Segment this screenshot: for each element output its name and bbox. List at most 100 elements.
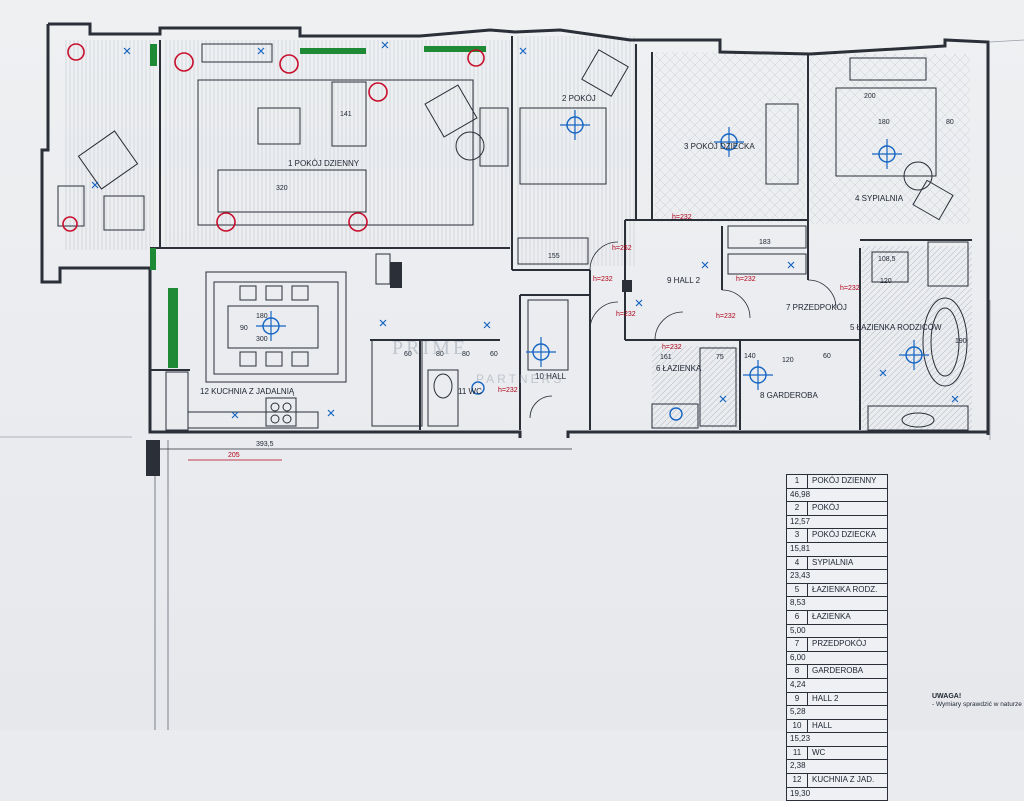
dim-205: 205: [228, 452, 240, 459]
dim-90: 90: [240, 325, 248, 332]
legend-room-area: 23,43: [790, 571, 811, 581]
legend-row-area: 15,23: [787, 733, 887, 747]
room-label-12: 12 KUCHNIA Z JADALNIĄ: [200, 387, 295, 396]
legend-room-number: 8: [787, 665, 808, 678]
dim-60-kitchen-2: 60: [490, 351, 498, 358]
legend-row-area: 46,98: [787, 489, 887, 503]
light-crosses: [91, 41, 959, 419]
room-label-3: 3 POKÓJ DZIECKA: [684, 142, 755, 151]
legend-row-name: 7 PRZEDPOKÓJ: [787, 638, 887, 652]
legend-row-area: 12,57: [787, 516, 887, 530]
floor-plan-drawing: 1 POKÓJ DZIENNY 2 POKÓJ 3 POKÓJ DZIECKA …: [0, 22, 1024, 730]
height-8: h=232: [840, 285, 860, 292]
height-9: h=232: [498, 387, 518, 394]
legend-room-number: 12: [787, 774, 808, 787]
legend-room-number: 5: [787, 583, 808, 597]
legend-room-name: ŁAZIENKA RODZ.: [812, 584, 878, 594]
interior-walls: [150, 36, 972, 430]
legend-row-area: 6,00: [787, 652, 887, 666]
legend-row-area: 8,53: [787, 597, 887, 611]
legend-row-area: 5,28: [787, 706, 887, 720]
legend-room-number: 3: [787, 529, 808, 542]
legend-room-number: 7: [787, 638, 808, 651]
legend-room-area: 15,81: [790, 543, 811, 553]
legend-room-area: 5,00: [790, 625, 806, 635]
legend-row-name: 12 KUCHNIA Z JAD.: [787, 774, 887, 788]
dim-155: 155: [548, 253, 560, 260]
watermark-logo: PRIME: [392, 337, 469, 359]
dim-bath-120: 120: [880, 278, 892, 285]
floor-room-2: [515, 36, 635, 266]
room-label-4: 4 SYPIALNIA: [855, 194, 904, 203]
height-1: h=232: [672, 214, 692, 221]
room-label-10: 10 HALL: [535, 372, 567, 381]
height-6: h=232: [736, 276, 756, 283]
light-points-red: [62, 43, 485, 232]
dim-60: 60: [823, 353, 831, 360]
dim-tub-190: 190: [955, 338, 967, 345]
dim-75: 75: [716, 354, 724, 361]
dim-bed-200: 200: [864, 93, 876, 100]
floor-bedroom: [810, 54, 970, 224]
legend-room-name: KUCHNIA Z JAD.: [812, 775, 875, 785]
height-7: h=232: [662, 344, 682, 351]
legend-room-number: 1: [787, 475, 808, 488]
room-label-8: 8 GARDEROBA: [760, 391, 818, 400]
windows: [150, 44, 486, 368]
door-swings: [529, 241, 837, 419]
legend-room-area: 46,98: [790, 489, 811, 499]
legend-room-name: WC: [812, 747, 826, 757]
dim-80-kitchen-2: 80: [462, 351, 470, 358]
dim-183: 183: [759, 239, 771, 246]
dim-sofa-width: 320: [276, 185, 288, 192]
dim-bedroom-80: 80: [946, 119, 954, 126]
legend-row-name: 1 POKÓJ DZIENNY: [787, 475, 887, 489]
room-label-5: 5 ŁAZIENKA RODZICÓW: [850, 323, 942, 332]
legend-room-area: 19,30: [790, 788, 811, 798]
dim-table-length-2: 300: [256, 336, 268, 343]
floor-living-a: [64, 40, 154, 250]
legend-room-name: ŁAZIENKA: [812, 611, 851, 621]
legend-row-name: 4 SYPIALNIA: [787, 556, 887, 571]
room-label-11: 11 WC: [458, 387, 482, 396]
outer-walls: [40, 22, 990, 438]
height-2: h=262: [612, 245, 632, 252]
room-label-7: 7 PRZEDPOKÓJ: [786, 303, 847, 312]
legend-room-area: 8,53: [790, 598, 806, 608]
legend-room-name: HALL: [812, 720, 833, 730]
legend-room-number: 2: [787, 502, 808, 515]
legend-room-name: POKÓJ DZIECKA: [812, 530, 877, 540]
solid-elements: [146, 262, 632, 476]
legend-room-area: 4,24: [790, 679, 806, 689]
legend-room-area: 6,00: [790, 652, 806, 662]
dim-table-length: 180: [256, 313, 268, 320]
dim-80-kitchen: 80: [436, 351, 444, 358]
floor-child-room: [655, 52, 805, 222]
floor-bath: [652, 346, 738, 428]
legend-room-area: 15,23: [790, 734, 811, 744]
height-5: h=232: [716, 313, 736, 320]
room-label-9: 9 HALL 2: [667, 276, 701, 285]
legend-row-area: 4,24: [787, 679, 887, 693]
room-label-1: 1 POKÓJ DZIENNY: [288, 159, 360, 168]
legend-room-name: SYPIALNIA: [812, 557, 854, 567]
legend-room-area: 5,28: [790, 707, 806, 717]
legend-room-number: 4: [787, 556, 808, 570]
dim-total: 393,5: [256, 441, 274, 448]
notes-title: UWAGA!: [932, 693, 962, 700]
furniture: [57, 43, 969, 431]
height-3: h=232: [593, 276, 613, 283]
legend-row-name: 3 POKÓJ DZIECKA: [787, 529, 887, 543]
dim-bath-1085: 108,5: [878, 256, 896, 263]
legend-row-area: 2,38: [787, 760, 887, 775]
dim-140: 140: [744, 353, 756, 360]
legend-room-name: PRZEDPOKÓJ: [812, 639, 867, 649]
legend-room-name: POKÓJ DZIENNY: [812, 476, 877, 485]
legend-row-name: 5 ŁAZIENKA RODZ.: [787, 583, 887, 598]
legend-room-name: POKÓJ: [812, 503, 840, 513]
